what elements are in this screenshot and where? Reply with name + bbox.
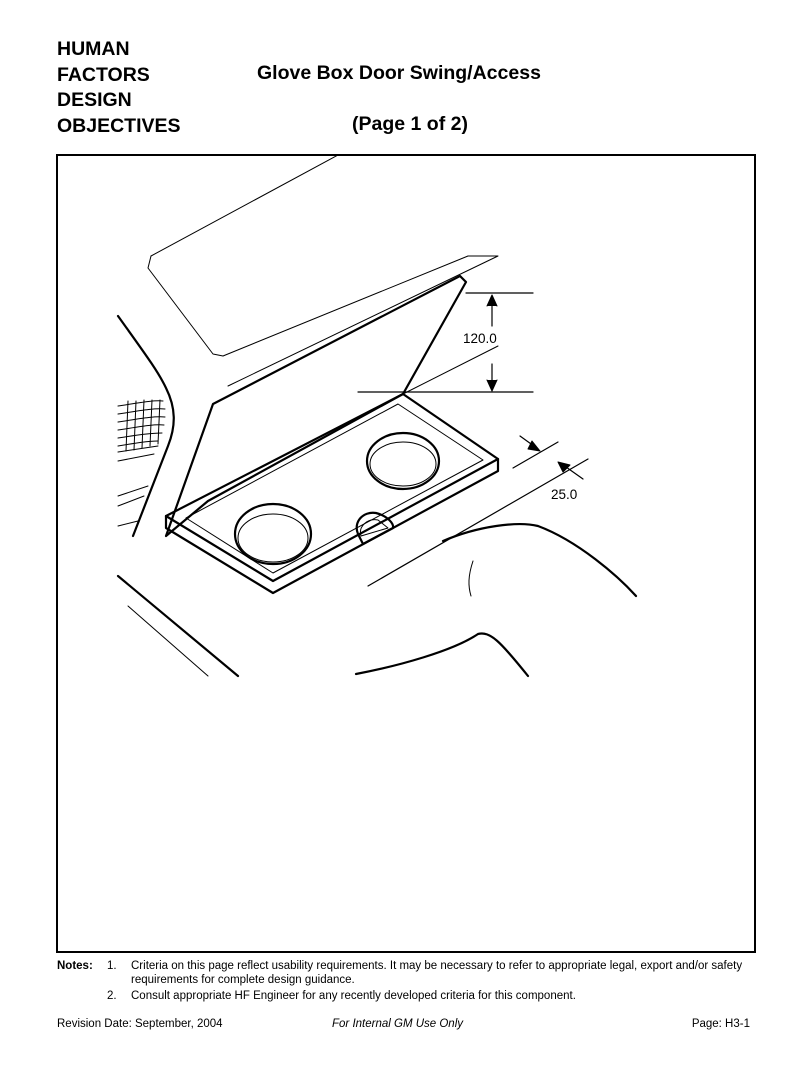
dimension-120-marker <box>357 292 534 393</box>
note-text: Consult appropriate HF Engineer for any … <box>131 990 576 1002</box>
internal-use-notice: For Internal GM Use Only <box>332 1018 464 1030</box>
cupholder-ring-left <box>233 502 313 566</box>
revision-date: Revision Date: September, 2004 <box>57 1018 223 1030</box>
occupant-leg <box>441 523 638 598</box>
cupholder-ring-right <box>365 431 441 491</box>
note-text: Criteria on this page reflect usability … <box>131 960 743 986</box>
dashboard-contour <box>116 314 175 538</box>
note-number: 2. <box>107 990 117 1002</box>
note-number: 1. <box>107 960 117 972</box>
dimension-25-marker <box>367 435 589 587</box>
glove-box-illustration <box>116 156 638 678</box>
cupholder-tray <box>164 392 500 583</box>
section-heading-line-4: OBJECTIVES <box>57 114 181 137</box>
section-heading: HUMAN FACTORS DESIGN OBJECTIVES <box>57 37 181 139</box>
figure-frame: 120.0 25.0 <box>56 154 756 953</box>
page-title: Glove Box Door Swing/Access <box>257 62 541 84</box>
page-number: Page: H3-1 <box>691 1018 750 1030</box>
section-heading-line-1: HUMAN <box>57 38 130 60</box>
section-heading-line-3: DESIGN <box>57 89 132 111</box>
page-indicator: (Page 1 of 2) <box>352 113 468 135</box>
section-heading-line-2: FACTORS <box>57 63 150 86</box>
dimension-120-label: 120.0 <box>463 331 497 346</box>
coin-slot <box>355 511 395 546</box>
windshield-outline <box>150 156 338 257</box>
dimension-25-label: 25.0 <box>551 487 578 502</box>
notes-label: Notes: <box>57 960 93 972</box>
air-vent-grille <box>117 399 166 527</box>
